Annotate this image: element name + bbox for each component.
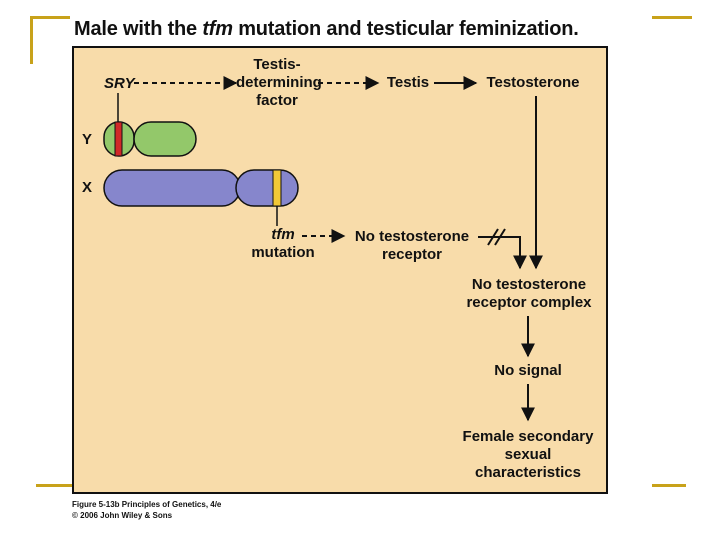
figure-credit-line2: © 2006 John Wiley & Sons [72, 511, 173, 520]
tfm-mutation-label: tfm mutation [251, 226, 315, 261]
sry-band [114, 121, 123, 157]
no-testosterone-receptor-label: No testosterone receptor [354, 228, 470, 263]
no-signal-label: No signal [494, 362, 562, 379]
x-chromosome-label: X [82, 179, 93, 196]
diagram-panel [72, 46, 608, 494]
slide-frame-left-vertical [30, 16, 33, 64]
sry-label: SRY [104, 75, 135, 92]
female-characteristics-label: Female secondary sexual characteristics [462, 428, 594, 481]
no-receptor-complex-label: No testosterone receptor complex [466, 276, 592, 311]
x-chromosome [103, 169, 299, 207]
block-mark-1 [487, 228, 499, 246]
testis-label: Testis [386, 74, 430, 91]
slide-frame-top-right [652, 16, 692, 19]
slide-frame-top-left [30, 16, 70, 19]
slide-frame-bottom-left [36, 484, 72, 487]
blocked-arrow-receptor-to-complex [478, 236, 527, 270]
x-chromosome-long-arm [235, 169, 299, 207]
tfm-band [272, 169, 282, 207]
figure-credit-line1: Figure 5-13b Principles of Genetics, 4/e [72, 500, 222, 509]
x-chromosome-short-arm [103, 169, 241, 207]
y-chromosome-label: Y [82, 131, 93, 148]
y-chromosome [103, 121, 197, 157]
slide-title: Male with the tfm mutation and testicula… [74, 18, 579, 40]
block-mark-2 [494, 228, 506, 246]
testis-determining-factor-label: Testis- determining factor [236, 56, 322, 109]
testosterone-label: Testosterone [486, 74, 580, 91]
y-chromosome-long-arm [133, 121, 197, 157]
slide-frame-bottom-right [652, 484, 686, 487]
